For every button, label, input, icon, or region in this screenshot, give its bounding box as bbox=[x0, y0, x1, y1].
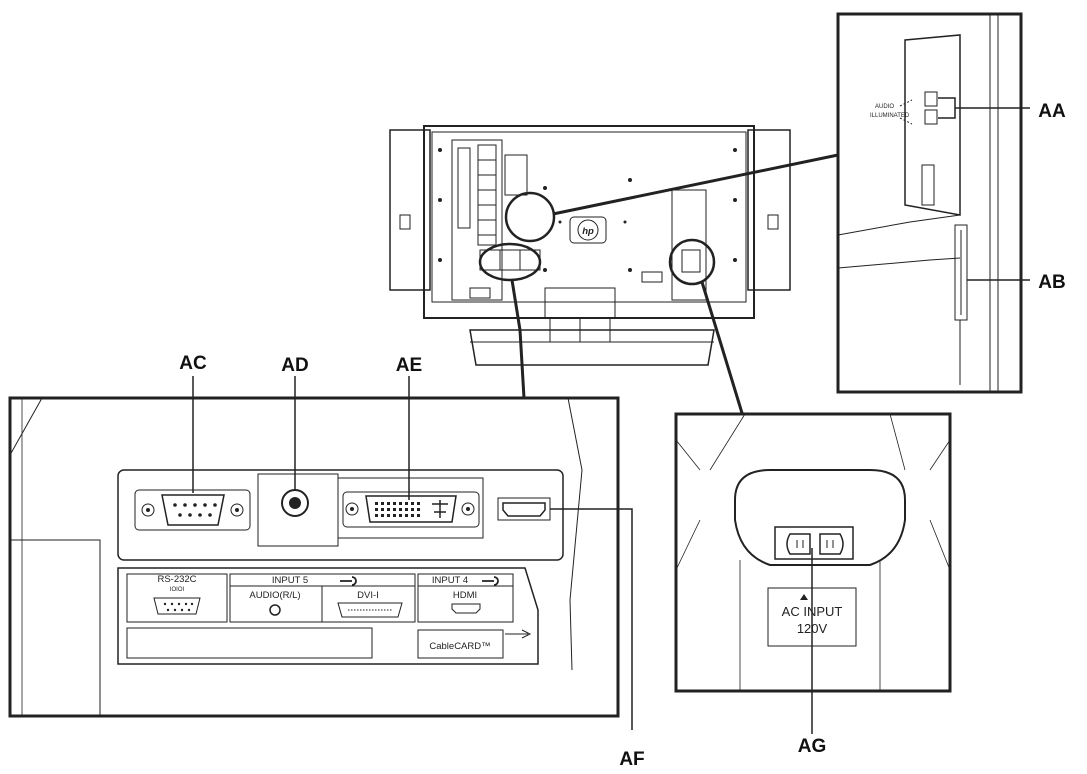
power-input-inset: AC INPUT 120V bbox=[674, 412, 952, 734]
connector-panel-inset: RS-232C IOIOI INPUT 5 AUDIO(R/L) DVI-I I… bbox=[8, 376, 633, 730]
zoom-circle-inputs bbox=[478, 242, 542, 282]
cablecard-label: CableCARD™ bbox=[429, 641, 490, 652]
callout-ac: AC bbox=[179, 353, 207, 374]
input5-label: INPUT 5 bbox=[272, 575, 308, 586]
hdmi-port bbox=[497, 497, 551, 521]
callout-ae: AE bbox=[396, 355, 422, 376]
side-jack-inset: AUDIO ILLUMINATED bbox=[836, 12, 1030, 394]
callout-af: AF bbox=[619, 749, 644, 770]
callout-ab: AB bbox=[1038, 272, 1065, 293]
hp-logo: hp bbox=[582, 226, 594, 237]
zoom-circle-av bbox=[504, 191, 556, 243]
callout-ad: AD bbox=[281, 355, 308, 376]
tv-rear-overview: hp bbox=[389, 125, 791, 366]
dvi-label: DVI-I bbox=[357, 590, 379, 601]
svg-text:AUDIO: AUDIO bbox=[875, 104, 894, 110]
hdmi-label: HDMI bbox=[453, 590, 477, 601]
input4-label: INPUT 4 bbox=[432, 575, 468, 586]
audio-rl-label: AUDIO(R/L) bbox=[249, 590, 300, 601]
callout-aa: AA bbox=[1038, 101, 1066, 122]
zoom-circle-power bbox=[668, 238, 716, 286]
rs232c-label: RS-232C bbox=[157, 574, 196, 585]
zoom-leader-lines bbox=[510, 153, 839, 414]
callout-labels: AA AB AC AD AE AF AG bbox=[179, 101, 1066, 770]
rs232c-sub-label: IOIOI bbox=[170, 587, 185, 593]
audio-jack bbox=[257, 473, 339, 547]
svg-text:ILLUMINATED: ILLUMINATED bbox=[870, 113, 910, 119]
rs232c-port bbox=[134, 489, 251, 531]
dvi-port bbox=[337, 477, 484, 539]
callout-ag: AG bbox=[798, 736, 827, 757]
